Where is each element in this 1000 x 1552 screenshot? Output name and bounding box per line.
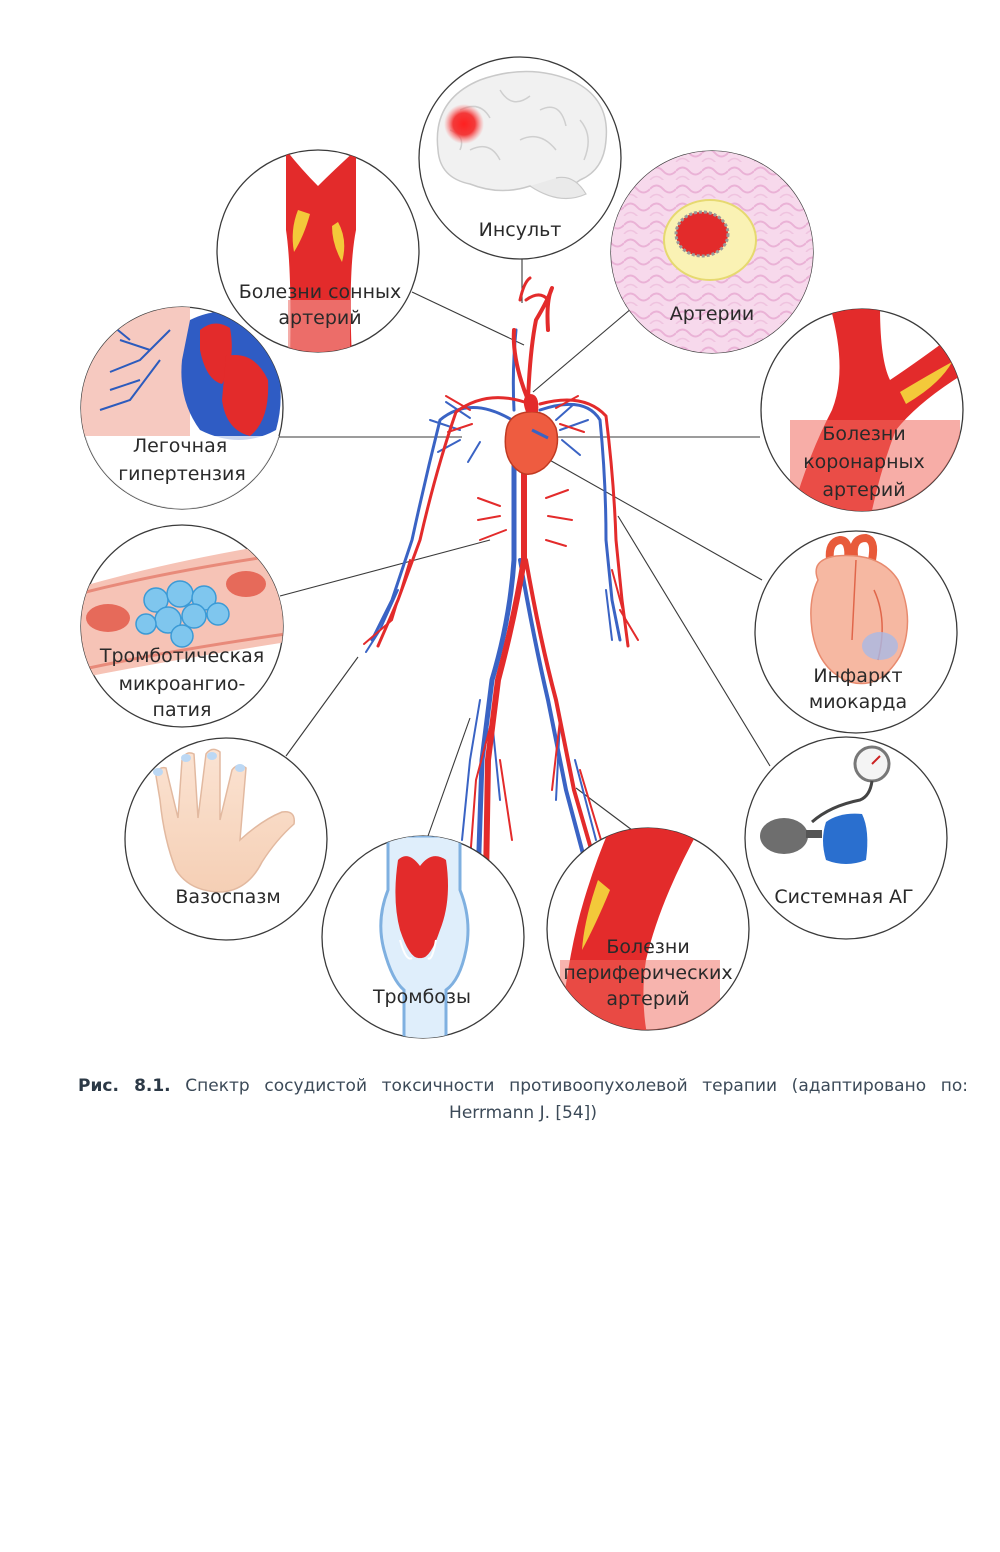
label-coronary-line-3: артерий [822, 479, 905, 501]
circle-systemic-hypertension: Системная АГ [744, 736, 948, 940]
label-hypertension: Системная АГ [774, 886, 913, 908]
label-micro-line-2: микроангио- [119, 673, 246, 695]
label-peripheral-line-1: Болезни [606, 936, 689, 958]
venous-thrombus-icon [379, 836, 470, 1038]
label-carotid-line-2: артерий [278, 307, 361, 329]
label-vasospasm: Вазоспазм [175, 886, 280, 908]
label-infarction-line-1: Инфаркт [813, 665, 902, 687]
label-infarction-line-2: миокарда [809, 691, 907, 713]
carotid-artery-icon [286, 150, 356, 352]
brain-icon [436, 70, 608, 200]
label-pulmonary-line-2: гипертензия [118, 463, 246, 485]
label-peripheral-line-2: периферических [563, 962, 732, 984]
label-micro-line-3: патия [153, 699, 212, 721]
circle-myocardial-infarction: Инфаркт миокарда [754, 530, 958, 734]
circle-thrombotic-microangiopathy: Тромботическая микроангио- патия [80, 524, 284, 728]
circle-carotid-disease: Болезни сонных артерий [216, 149, 420, 353]
circle-vasospasm: Вазоспазм [124, 737, 328, 941]
circle-coronary-disease: Болезни коронарных артерий [760, 308, 964, 512]
circle-pulmonary-hypertension: Легочная гипертензия [80, 306, 284, 510]
label-pulmonary-line-1: Легочная [133, 435, 227, 457]
heart-icon [504, 394, 559, 475]
vein-network [365, 328, 622, 883]
circle-peripheral-disease: Болезни периферических артерий [546, 827, 750, 1031]
circulatory-system [363, 276, 639, 883]
vascular-toxicity-diagram: Инсульт Болезни сонных артерий Артерии [80, 56, 964, 1039]
label-coronary-line-2: коронарных [803, 451, 925, 473]
label-micro-line-1: Тромботическая [99, 645, 264, 667]
label-arteries: Артерии [670, 303, 755, 325]
heart-infarct-icon [810, 533, 909, 685]
artery-cross-section-icon [611, 151, 813, 353]
blood-pressure-cuff-icon [760, 745, 891, 864]
label-peripheral-line-3: артерий [606, 988, 689, 1010]
hand-icon [153, 748, 295, 893]
label-carotid-line-1: Болезни сонных [239, 281, 402, 303]
circle-stroke: Инсульт [418, 56, 622, 260]
artery-network [363, 276, 639, 883]
figure-caption: Рис. 8.1. Спектр сосудистой токсичности … [78, 1073, 968, 1127]
label-coronary-line-1: Болезни [822, 423, 905, 445]
label-stroke: Инсульт [479, 219, 562, 241]
caption-figure-number: Рис. 8.1. [78, 1076, 171, 1096]
label-thrombosis: Тромбозы [372, 986, 471, 1008]
circle-thrombosis: Тромбозы [321, 835, 525, 1039]
microvessel-clot-icon [81, 540, 283, 680]
leader-lines [276, 259, 771, 837]
circle-arteries: Артерии [610, 150, 814, 354]
caption-text: Спектр сосудистой токсичности противоопу… [185, 1076, 968, 1123]
